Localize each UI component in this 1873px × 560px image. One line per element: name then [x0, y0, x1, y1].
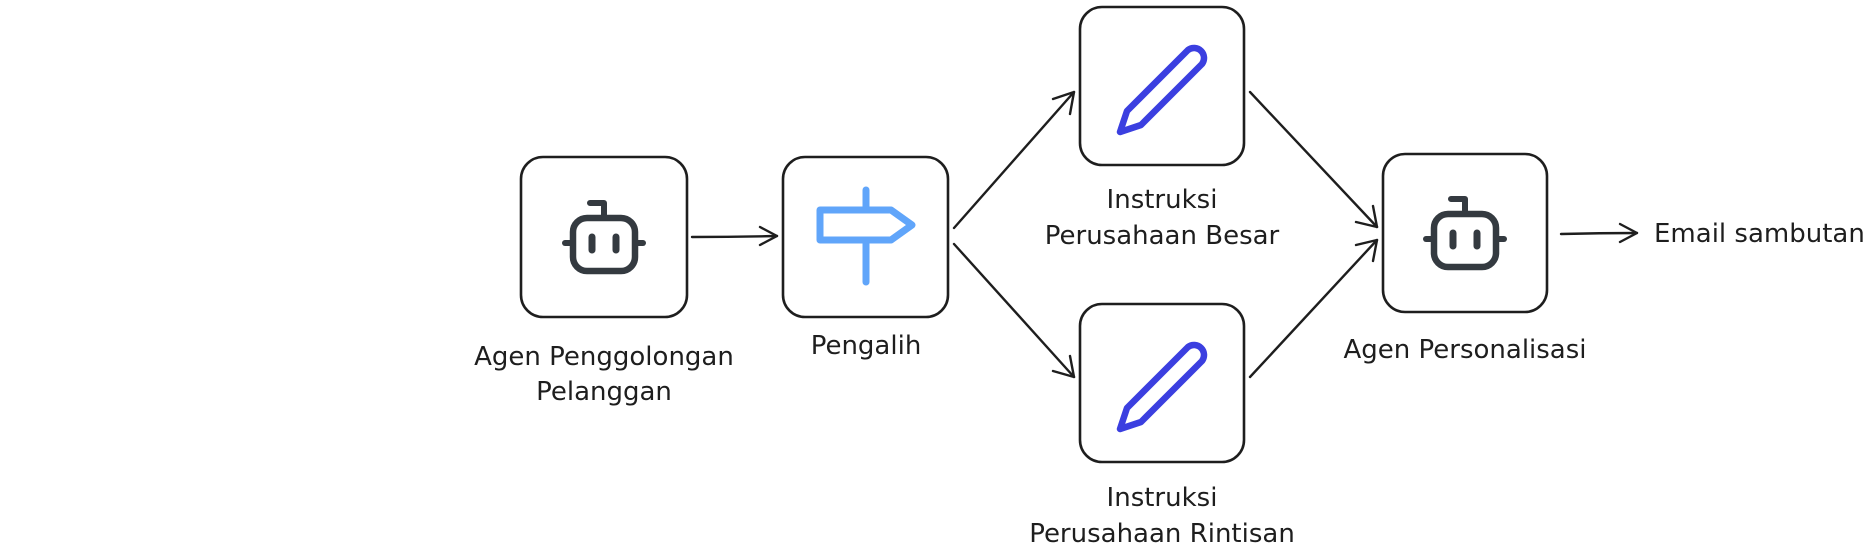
- edge-router-to-enterprise: [952, 90, 1076, 230]
- output-label: Email sambutan: [1654, 219, 1865, 249]
- edge-startup-to-personalizer: [1248, 238, 1379, 379]
- node-enterprise-box: [1078, 5, 1246, 167]
- node-enterprise-label-line2: Perusahaan Besar: [1045, 221, 1280, 251]
- node-classifier-label-line2: Pelanggan: [536, 377, 672, 407]
- node-personalizer: Agen Personalisasi: [1343, 152, 1587, 365]
- node-router: Pengalih: [781, 155, 950, 361]
- edge-personalizer-to-output: [1559, 222, 1639, 244]
- edge-enterprise-to-personalizer: [1248, 90, 1379, 229]
- node-startup-label-line1: Instruksi: [1107, 483, 1218, 513]
- node-personalizer-box: [1381, 152, 1549, 314]
- node-classifier-label-line1: Agen Penggolongan: [474, 342, 734, 372]
- node-startup-label-line2: Perusahaan Rintisan: [1029, 519, 1295, 549]
- node-startup: Instruksi Perusahaan Rintisan: [1029, 302, 1295, 549]
- node-enterprise-label-line1: Instruksi: [1107, 185, 1218, 215]
- edge-classifier-to-router: [690, 225, 779, 247]
- node-router-label: Pengalih: [811, 331, 922, 361]
- edge-router-to-startup: [952, 242, 1076, 379]
- node-personalizer-label: Agen Personalisasi: [1343, 335, 1586, 365]
- node-enterprise: Instruksi Perusahaan Besar: [1045, 5, 1280, 251]
- node-startup-box: [1078, 302, 1246, 464]
- node-classifier-box: [519, 155, 689, 319]
- node-classifier: Agen Penggolongan Pelanggan: [474, 155, 734, 407]
